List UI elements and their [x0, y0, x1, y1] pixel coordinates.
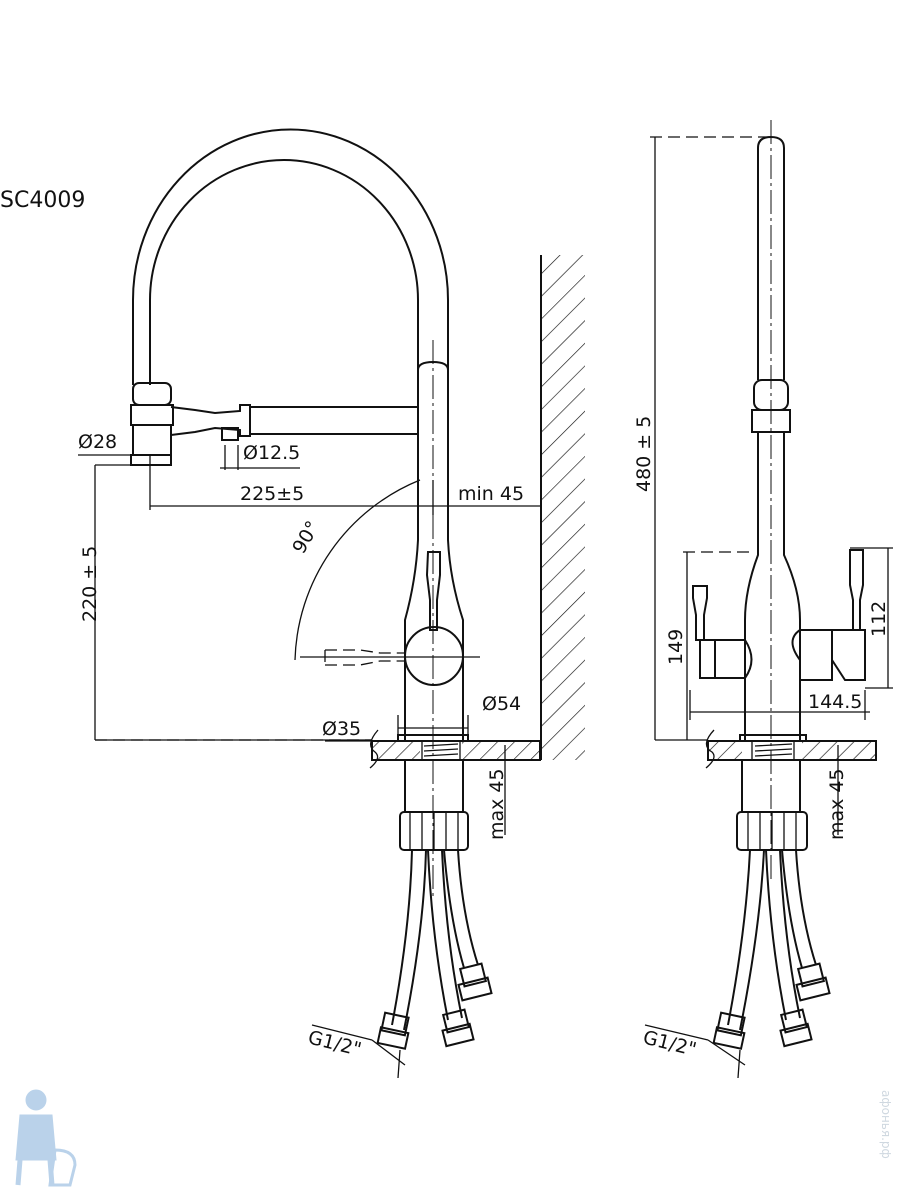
spray-head: [130, 382, 418, 466]
wall-hatch: [540, 255, 585, 760]
faucet-body: [300, 340, 480, 900]
dim-counter-thickness-side: max 45: [826, 768, 848, 840]
front-view: Ø28 Ø12.5 225±5 min 45 90° 220 ± 5 Ø54 Ø…: [78, 128, 585, 1079]
dim-handle-height-right: 112: [868, 601, 890, 637]
dim-wall-clearance: min 45: [458, 483, 524, 505]
dim-connection-side: G1/2": [641, 1027, 699, 1061]
spout-arc-inner: [149, 159, 419, 385]
dim-spray-height: 220 ± 5: [79, 546, 101, 622]
under-counter: [376, 760, 493, 1050]
dim-hole-diameter: Ø35: [322, 718, 361, 740]
dim-body-diameter: Ø54: [482, 693, 521, 715]
side-body: [692, 120, 866, 880]
dim-hose-diameter: Ø12.5: [243, 442, 300, 464]
side-under-counter: [712, 760, 831, 1050]
handle-cap: [404, 626, 464, 686]
dim-handle-span: 144.5: [808, 691, 862, 713]
side-view: 480 ± 5 149 112 144.5 max 45 G1/2": [633, 120, 893, 1079]
dim-connection: G1/2": [306, 1027, 364, 1061]
dim-spray-diameter: Ø28: [78, 431, 117, 453]
dim-counter-thickness: max 45: [486, 768, 508, 840]
dim-angle: 90°: [288, 517, 324, 557]
dim-handle-height-left: 149: [665, 629, 687, 665]
dim-reach: 225±5: [240, 483, 304, 505]
spout-arc-outer: [132, 128, 449, 385]
countertop: [369, 729, 541, 769]
watermark: афонья.рф: [879, 1090, 893, 1159]
plumber-logo: [15, 1089, 77, 1187]
side-countertop: [705, 729, 877, 769]
model-title: SC4009: [0, 188, 85, 213]
dim-total-height: 480 ± 5: [633, 416, 655, 492]
lever-handle: [425, 551, 441, 631]
